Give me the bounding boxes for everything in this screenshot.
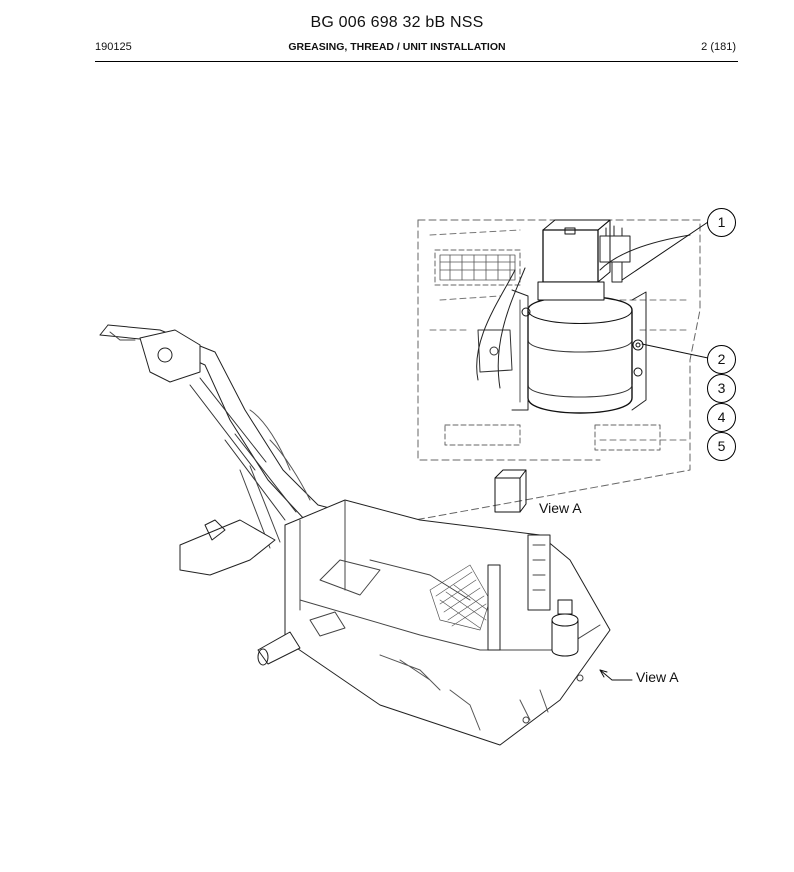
header-rule [95, 61, 738, 62]
callout-3: 3 [707, 374, 736, 403]
detail-view-a [414, 219, 701, 521]
doc-page-number: 2 (181) [701, 41, 736, 53]
view-a-machine-label: View A [636, 669, 679, 685]
machine-overview [99, 324, 611, 746]
doc-section-title: GREASING, THREAD / UNIT INSTALLATION [288, 41, 506, 53]
callout-2: 2 [707, 345, 736, 374]
doc-date: 190125 [95, 41, 132, 53]
callout-5: 5 [707, 432, 736, 461]
callout-1: 1 [707, 208, 736, 237]
callout-4: 4 [707, 403, 736, 432]
doc-title: BG 006 698 32 bB NSS [310, 14, 484, 31]
callout-leaders [621, 221, 709, 359]
view-a-detail-label: View A [539, 500, 582, 516]
view-a-leader [599, 669, 633, 681]
